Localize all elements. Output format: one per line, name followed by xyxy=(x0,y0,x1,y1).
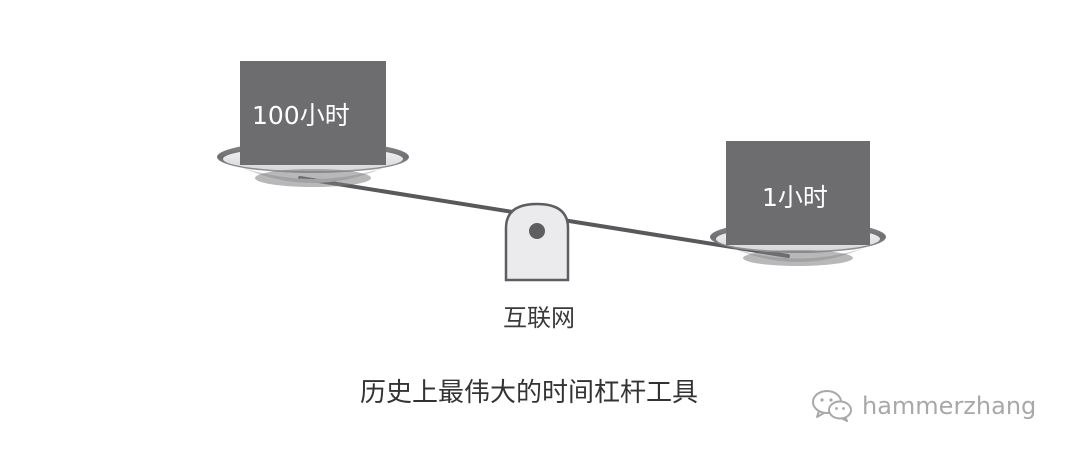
left-weight-box xyxy=(240,61,386,165)
fulcrum-pivot xyxy=(529,223,545,239)
fulcrum-label: 互联网 xyxy=(503,304,575,332)
caption: 历史上最伟大的时间杠杆工具 xyxy=(360,378,699,408)
watermark-text: hammerzhang xyxy=(862,392,1037,420)
wechat-icon xyxy=(812,390,852,422)
right-box-label: 1小时 xyxy=(762,183,828,212)
fulcrum xyxy=(504,202,570,282)
right-weight-box xyxy=(726,141,870,245)
watermark: hammerzhang xyxy=(810,388,1036,424)
left-box-label: 100小时 xyxy=(252,101,350,130)
